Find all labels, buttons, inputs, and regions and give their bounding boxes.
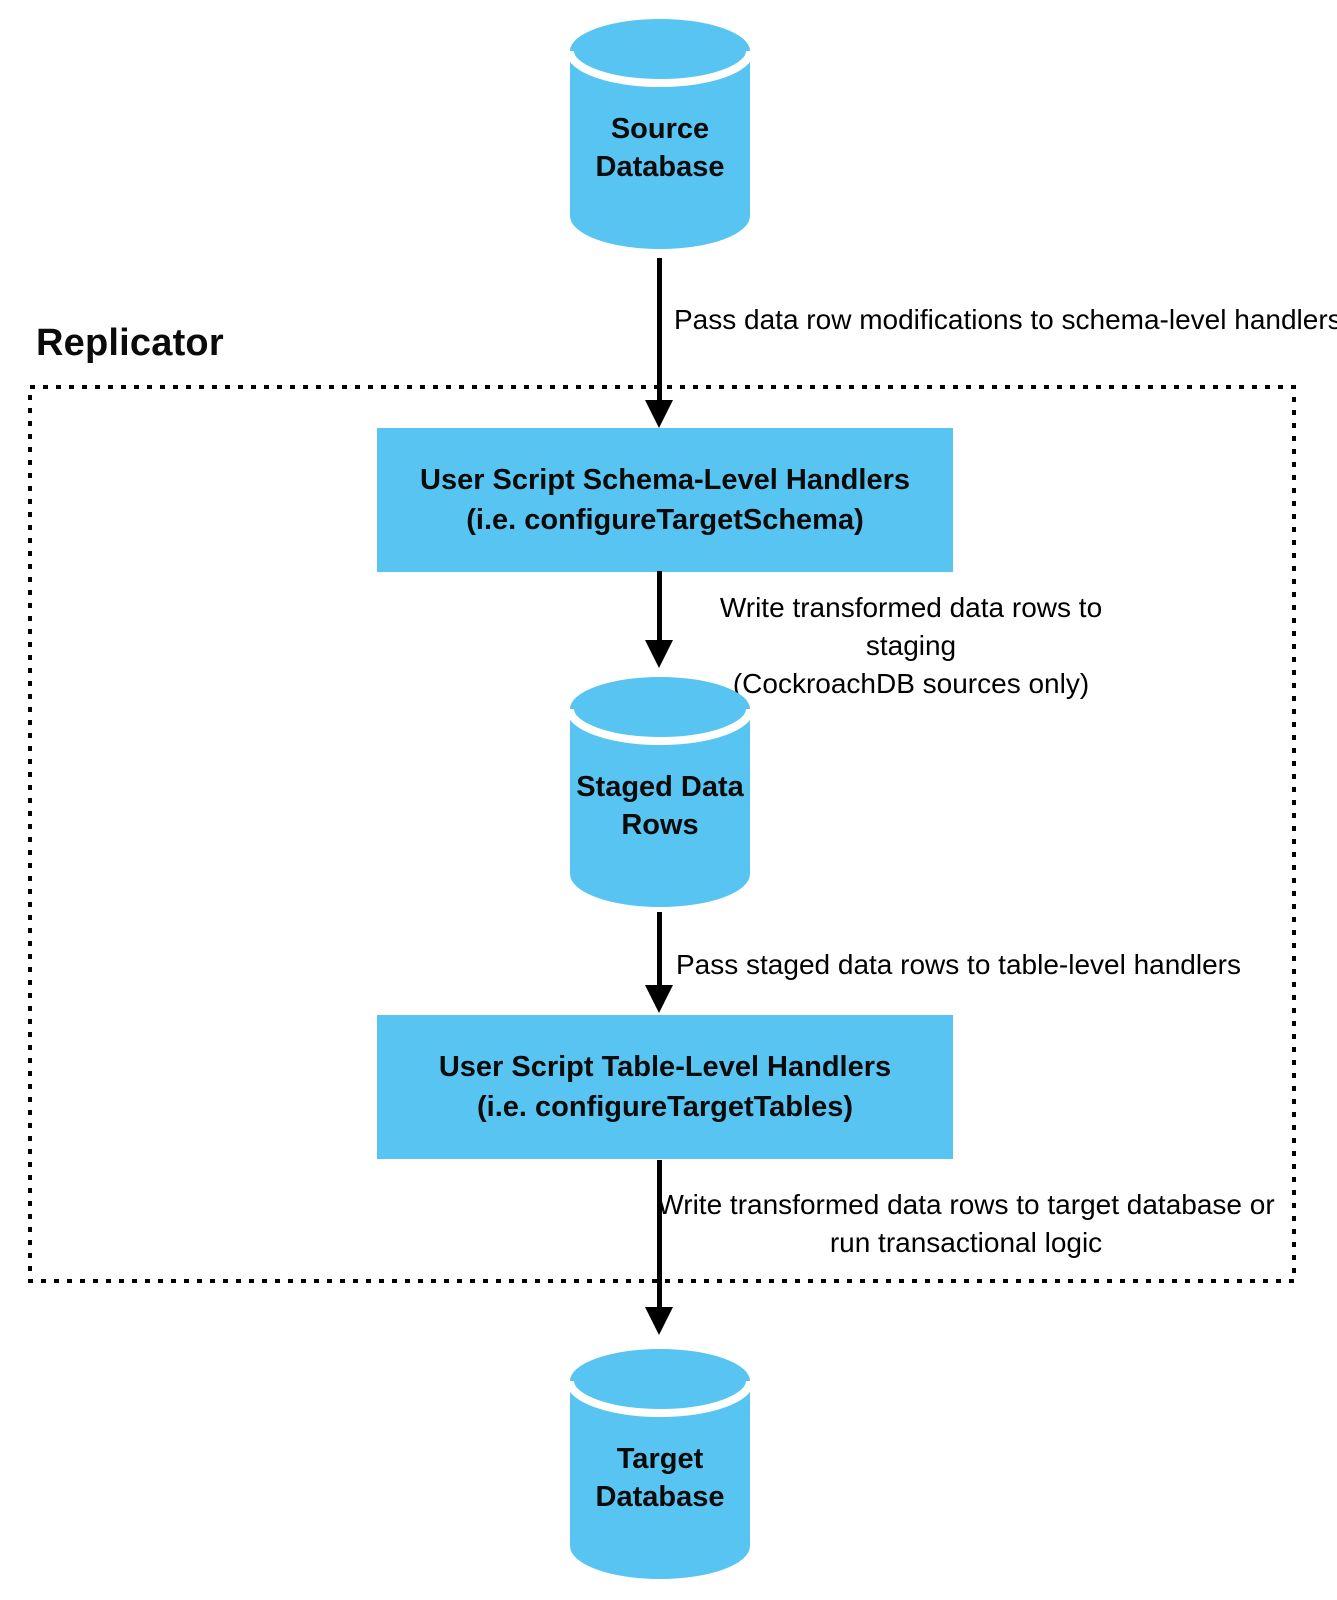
node-label: Target Database bbox=[566, 1340, 754, 1586]
node-label-line: Database bbox=[595, 1481, 725, 1513]
edge-label-line: Write transformed data rows to target da… bbox=[657, 1189, 1275, 1220]
edge-label-schema-to-staged: Write transformed data rows to staging (… bbox=[672, 589, 1150, 703]
edge-arrow-staged-to-table bbox=[645, 912, 673, 1013]
edge-label-line: Write transformed data rows to staging bbox=[719, 592, 1103, 661]
arrow-head-icon bbox=[645, 400, 673, 428]
target-database-node: Target Database bbox=[566, 1340, 754, 1586]
arrow-head-icon bbox=[645, 640, 673, 668]
database-cylinder-icon bbox=[566, 19, 754, 249]
arrow-head-icon bbox=[645, 1307, 673, 1335]
node-label-line: (i.e. configureTargetTables) bbox=[477, 1091, 853, 1123]
arrow-shaft bbox=[656, 571, 662, 640]
node-label-line: User Script Table-Level Handlers bbox=[438, 1051, 892, 1083]
edge-label-source-to-schema: Pass data row modifications to schema-le… bbox=[674, 304, 1337, 335]
node-label-line: Target bbox=[616, 1443, 704, 1475]
node-label-line: User Script Schema-Level Handlers bbox=[420, 464, 910, 496]
node-label-line: Rows bbox=[621, 809, 699, 841]
node-label-line: Database bbox=[595, 151, 725, 183]
arrow-head-icon bbox=[645, 985, 673, 1013]
node-label: Staged Data Rows bbox=[566, 668, 754, 914]
edge-arrow-source-to-schema bbox=[645, 258, 673, 428]
edge-arrow-table-to-target bbox=[645, 1160, 673, 1335]
source-database-node: Source Database bbox=[566, 10, 754, 256]
node-label-line: (i.e. configureTargetSchema) bbox=[466, 504, 864, 536]
edge-arrow-schema-to-staged bbox=[645, 571, 673, 668]
staged-data-rows-node: Staged Data Rows bbox=[566, 668, 754, 914]
table-level-handlers-node: User Script Table-Level Handlers (i.e. c… bbox=[377, 1015, 953, 1159]
edge-label-staged-to-table: Pass staged data rows to table-level han… bbox=[676, 949, 1241, 980]
replicator-group-label: Replicator bbox=[36, 322, 224, 364]
edge-label-table-to-target: Write transformed data rows to target da… bbox=[648, 1186, 1284, 1262]
node-label-line: Staged Data bbox=[576, 771, 744, 803]
node-label-line: Source bbox=[610, 113, 710, 145]
arrow-shaft bbox=[656, 912, 662, 985]
database-cylinder-icon bbox=[566, 677, 754, 907]
node-label: Source Database bbox=[566, 10, 754, 256]
edge-label-line: (CockroachDB sources only) bbox=[732, 668, 1090, 699]
database-cylinder-icon bbox=[566, 1349, 754, 1579]
arrow-shaft bbox=[656, 1160, 662, 1307]
schema-level-handlers-node: User Script Schema-Level Handlers (i.e. … bbox=[377, 428, 953, 572]
arrow-shaft bbox=[656, 258, 662, 400]
edge-label-line: run transactional logic bbox=[829, 1227, 1103, 1258]
